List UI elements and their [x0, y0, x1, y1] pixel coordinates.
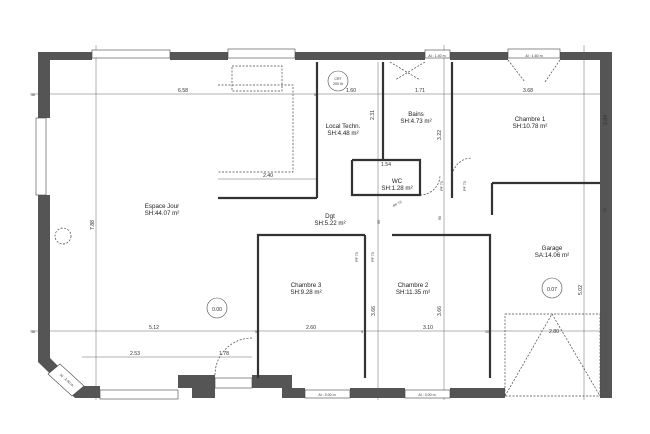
dim: 36 — [31, 93, 35, 97]
dim: 3.66 — [371, 306, 377, 316]
window-label: Al : 3.00 m — [418, 393, 435, 397]
room-garage: Garage — [542, 245, 563, 252]
dim: 90 — [377, 220, 381, 224]
dim: 2.84 — [603, 115, 609, 125]
room-chambre-1: Chambre 1 — [515, 116, 546, 123]
dim: 6.58 — [178, 88, 188, 94]
room-wc: WC — [392, 178, 403, 185]
room-chambre-3: Chambre 3 — [291, 282, 322, 289]
door-label: PF 73 — [392, 200, 402, 208]
crt-volume: 200 ltr — [333, 82, 344, 86]
door-label: PF 73 — [463, 181, 467, 191]
dim: 3.66 — [437, 306, 443, 316]
room-local-techn: Local Techn. — [326, 123, 361, 130]
level-garage: 0.07 — [547, 287, 557, 293]
dim: 2.60 — [306, 325, 316, 331]
room-dgt: Dgt — [325, 213, 335, 220]
dim: 5 — [361, 330, 363, 334]
room-chambre-2-area: SH:11.35 m² — [396, 289, 430, 296]
dim: 7.88 — [90, 220, 96, 230]
room-wc-area: SH:1.28 m² — [381, 185, 412, 192]
dim: 2.80 — [549, 329, 559, 335]
window-label: Al : 1.40 m — [428, 54, 445, 58]
dim: 1.54 — [381, 162, 391, 168]
dim: 3.22 — [437, 130, 443, 140]
door-label: PF 73 — [371, 252, 375, 262]
room-chambre-1-area: SH:10.78 m² — [513, 123, 548, 130]
dim: 20 — [603, 208, 607, 212]
dim: 2.53 — [130, 351, 140, 357]
dimension-labels: 6.58 2.40 1.60 1.71 3.68 1.54 5.12 2.60 … — [31, 88, 609, 357]
level-main: 0.00 — [212, 307, 222, 313]
window-label: Al : 1.60 m — [525, 54, 542, 58]
room-espace-jour: Espace Jour — [145, 203, 179, 210]
interior-walls — [54, 59, 601, 397]
dim: 5 — [314, 93, 316, 97]
dim: 2.40 — [263, 173, 273, 179]
crt-label: CRT — [334, 77, 342, 81]
dim: 2.31 — [370, 110, 376, 120]
door-label: PF 73 — [440, 181, 444, 191]
dim: 5.02 — [578, 285, 584, 295]
room-local-techn-area: SH:4.48 m² — [327, 130, 358, 137]
dim: 90 — [438, 216, 442, 220]
exterior-walls — [35, 48, 612, 400]
room-bains: Bains — [408, 111, 423, 118]
annotations: CRT 200 ltr PF 73 PF 73 PF 73 PF 73 PF 7… — [59, 54, 543, 397]
room-chambre-3-area: SH:9.28 m² — [290, 289, 321, 296]
door-label: PF 73 — [355, 252, 359, 262]
dim: 10 — [485, 330, 489, 334]
dim: 1.71 — [415, 88, 425, 94]
room-espace-jour-area: SH:44.07 m² — [145, 210, 180, 217]
dimension-lines — [30, 45, 612, 400]
dim: 36 — [31, 330, 35, 334]
window-label: Al : 3.00 m — [318, 393, 335, 397]
dim: 5 — [255, 330, 257, 334]
room-bains-area: SH:4.73 m² — [400, 118, 431, 125]
room-labels: Espace Jour SH:44.07 m² Local Techn. SH:… — [145, 111, 570, 296]
dim: 3.10 — [423, 325, 433, 331]
room-dgt-area: SH:5.22 m² — [314, 220, 345, 227]
level-markers: 0.00 0.07 — [206, 277, 563, 319]
room-garage-area: SA:14.06 m² — [535, 252, 569, 259]
dim: 3.68 — [523, 88, 533, 94]
dim: 1.78 — [219, 351, 229, 357]
dim: 1.60 — [346, 88, 356, 94]
dim: 5.12 — [149, 325, 159, 331]
room-chambre-2: Chambre 2 — [398, 282, 429, 289]
